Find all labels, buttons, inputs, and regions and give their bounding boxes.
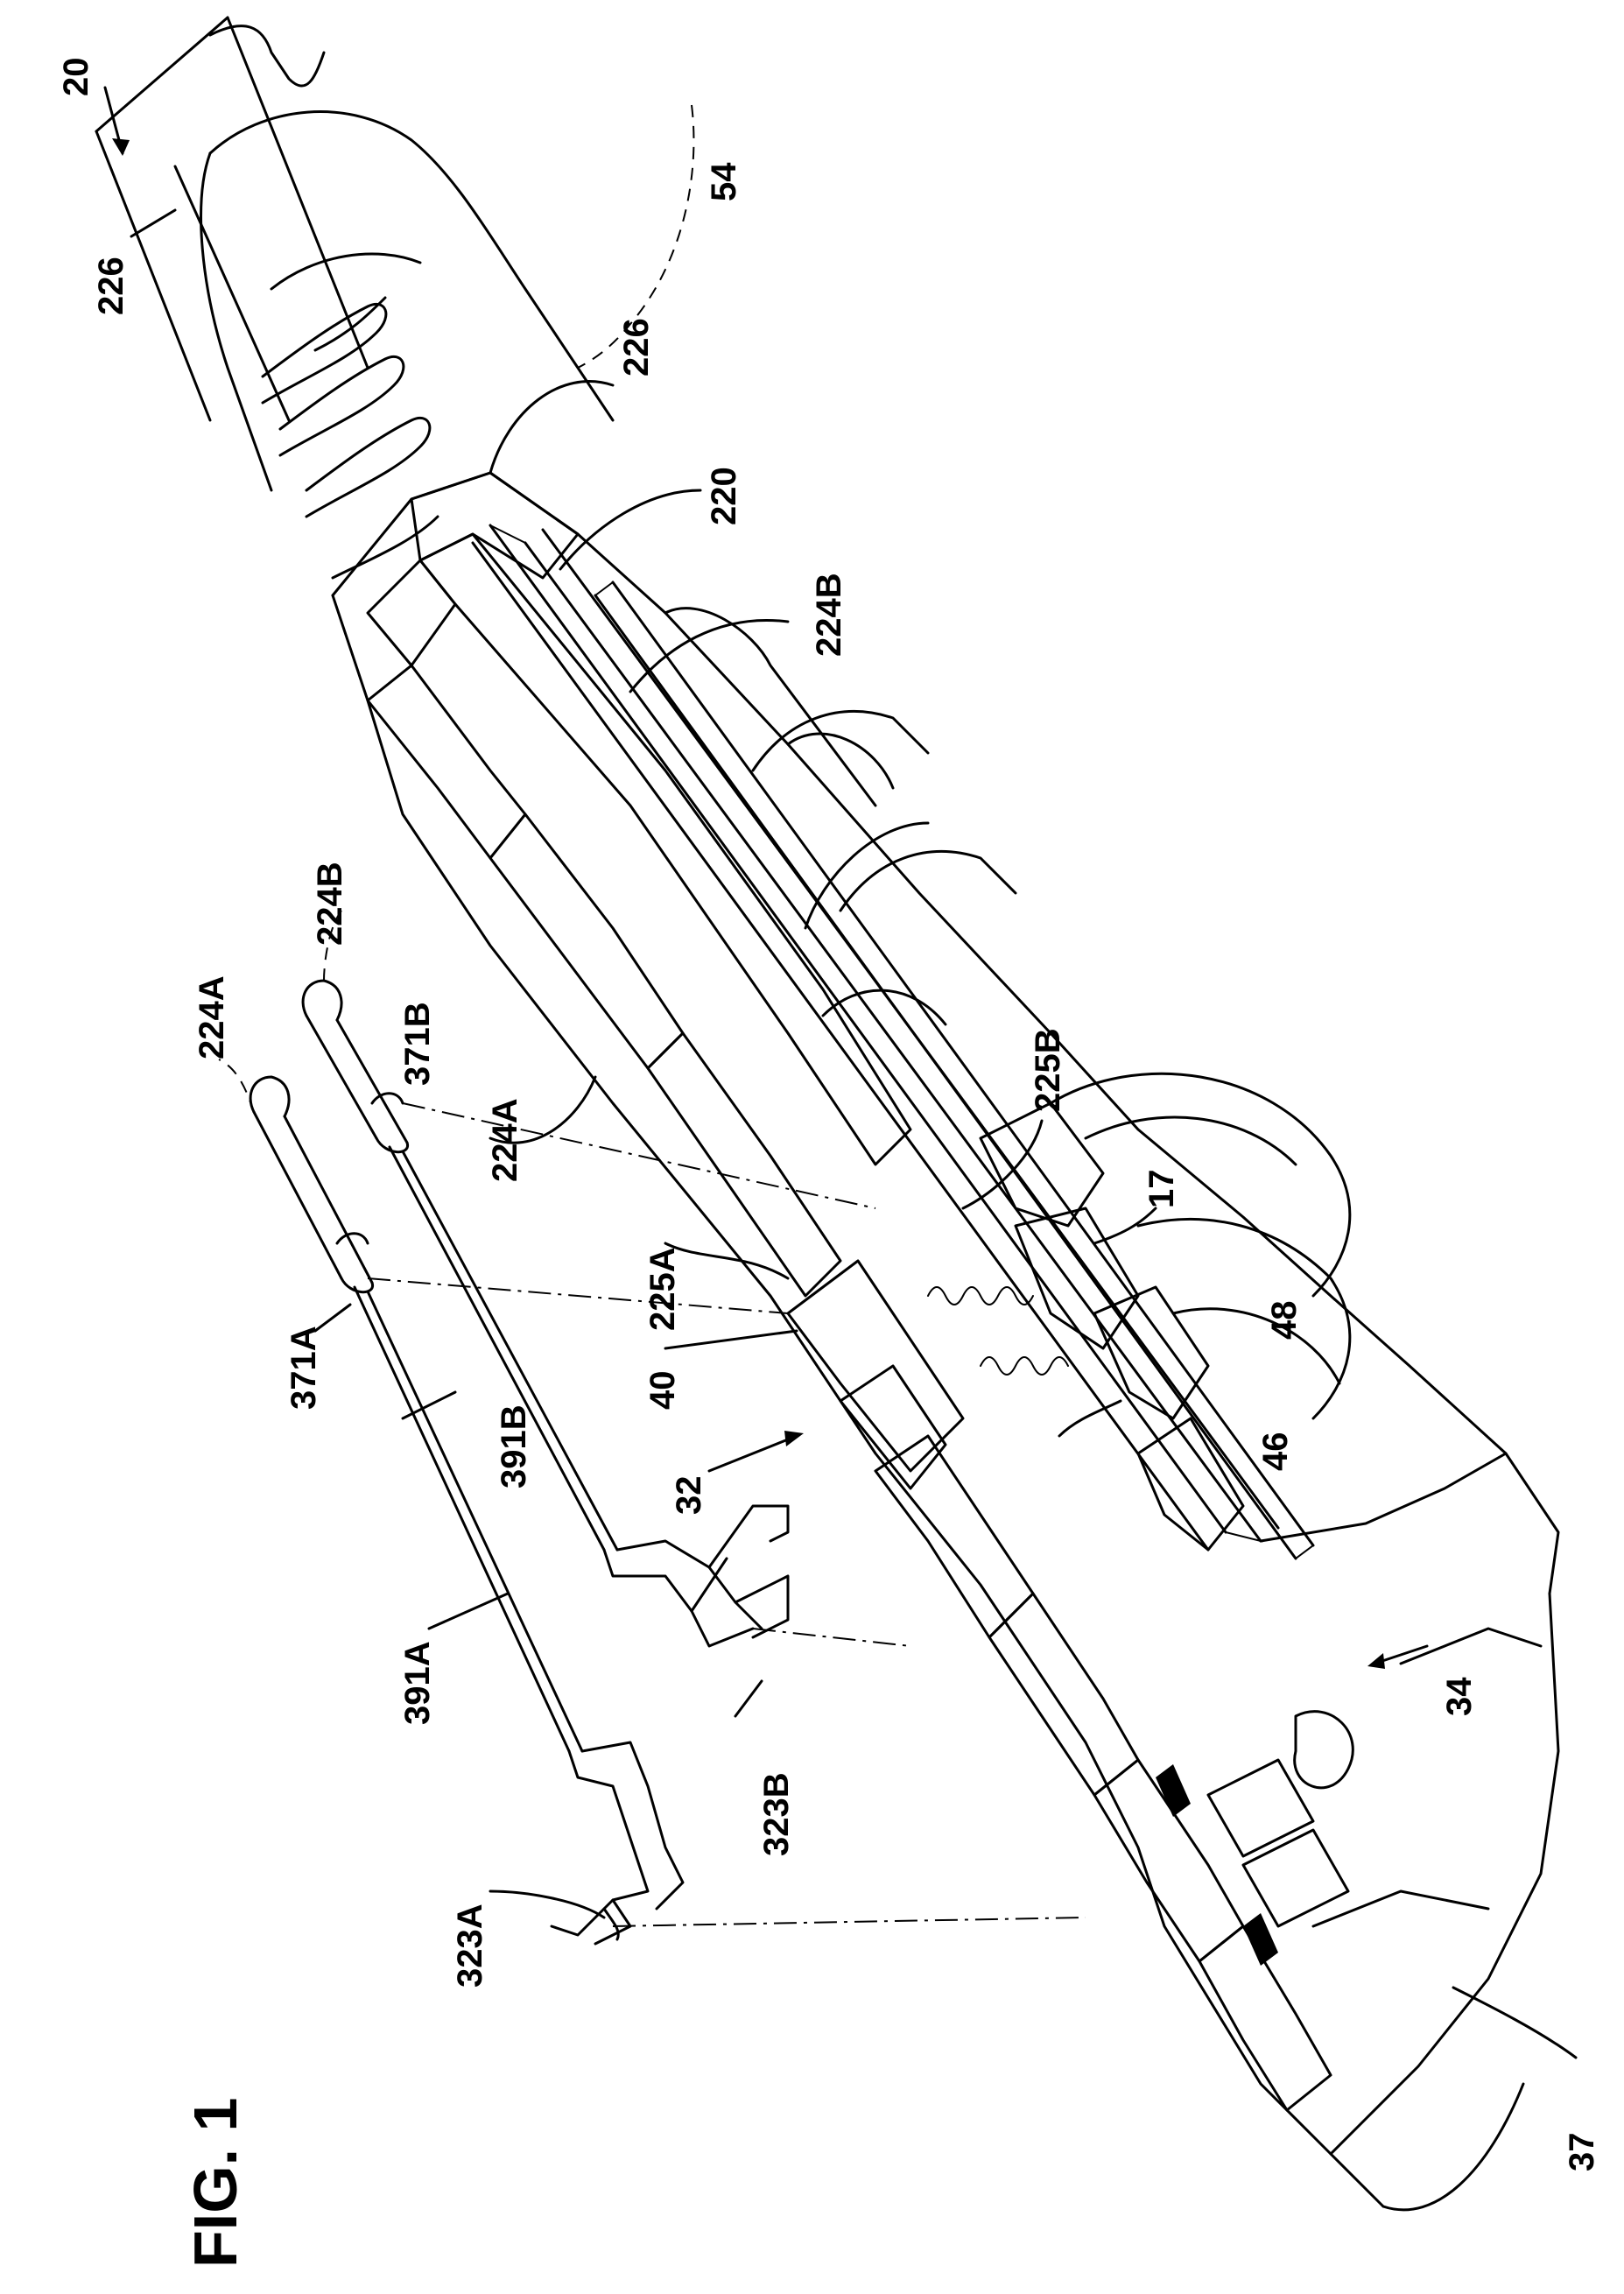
ref-323B: 323B [757,1772,796,1856]
ref-226-top: 226 [92,257,130,315]
ref-48: 48 [1265,1301,1304,1341]
ref-54: 54 [705,162,743,201]
ref-37: 37 [1563,2133,1601,2172]
ref-34: 34 [1440,1677,1479,1716]
ref-224A-left: 224A [193,975,231,1059]
ref-220: 220 [705,467,743,525]
ref-371B: 371B [398,1002,437,1086]
ref-391A: 391A [398,1641,437,1725]
ref-46: 46 [1256,1432,1295,1472]
ref-226-mid: 226 [617,318,656,376]
sectioned-housing [333,473,1558,2210]
leader-lines [105,88,1576,2058]
ref-224B-right: 224B [810,573,848,657]
ref-224B-left: 224B [311,862,349,946]
exploded-contacts [552,1506,788,1944]
ref-225A: 225A [643,1247,682,1331]
ref-224A-mid: 224A [486,1098,524,1182]
ref-40: 40 [643,1371,682,1411]
ref-20: 20 [57,58,95,97]
ref-371A: 371A [285,1326,323,1410]
ref-391B: 391B [495,1404,533,1488]
alignment-lines [219,105,1086,1926]
ref-323A: 323A [451,1903,489,1988]
ref-225B: 225B [1029,1028,1067,1112]
ref-32: 32 [670,1476,708,1516]
figure-title: FIG. 1 [181,2098,250,2268]
reference-labels: 20 226 54 226 220 224B 224B 224A 371B 22… [57,58,1601,2172]
cable-boot [96,18,613,578]
ref-17: 17 [1142,1170,1181,1209]
